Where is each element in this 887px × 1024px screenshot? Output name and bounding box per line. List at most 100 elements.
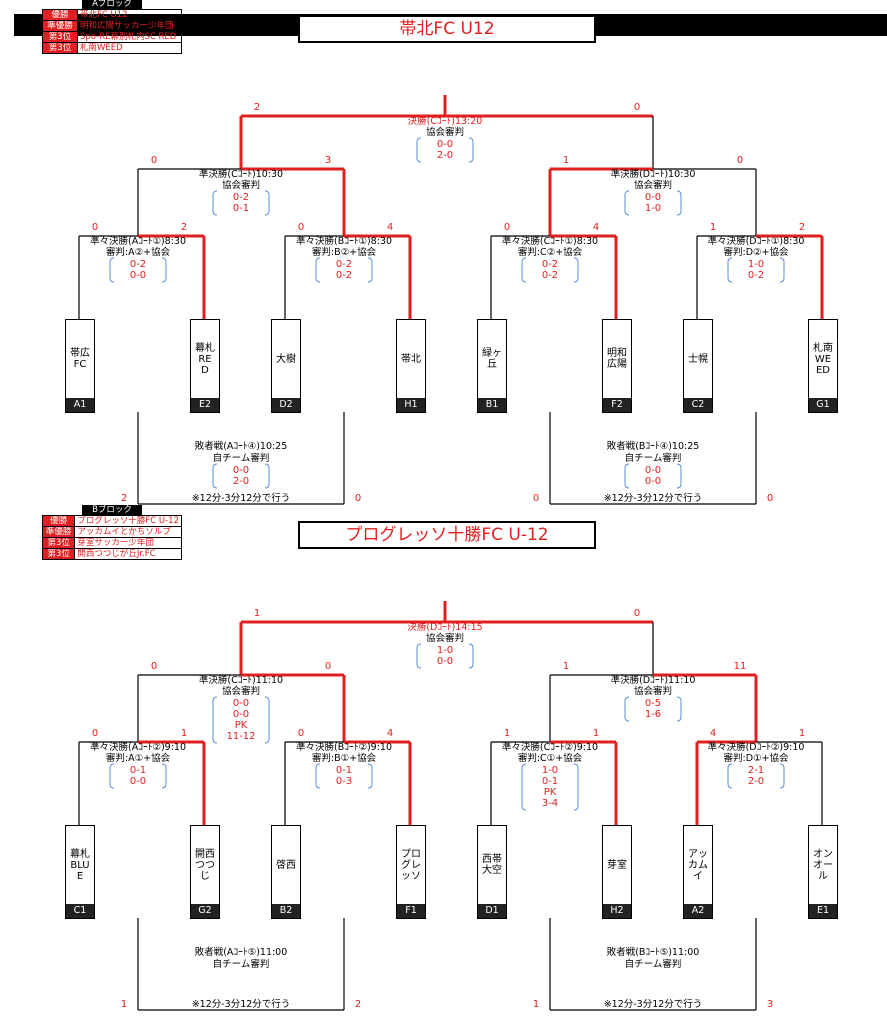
consolation-referee: 自チーム審判 bbox=[212, 453, 270, 464]
score-line: 0-2 bbox=[232, 192, 250, 203]
qf-right-score: 2 bbox=[798, 222, 806, 233]
semi-right-score: 3 bbox=[324, 155, 332, 166]
score-line: 0-0 bbox=[644, 465, 662, 476]
qf-referee: 審判:C②+協会 bbox=[517, 247, 583, 258]
consolation-title: 敗者戦(Bｺｰﾄ⑤)11:00 bbox=[606, 947, 700, 958]
consolation-referee: 自チーム審判 bbox=[212, 959, 270, 970]
legend-title: Bブロック bbox=[43, 505, 182, 516]
team-seed-code: A2 bbox=[684, 904, 712, 918]
score-line: 2-0 bbox=[232, 476, 250, 487]
score-line: 0-2 bbox=[129, 259, 147, 270]
team-name: 芽室 bbox=[607, 859, 627, 871]
qf-left-score: 0 bbox=[91, 728, 99, 739]
score-line: 0-1 bbox=[232, 203, 250, 214]
team-name: 帯広FC bbox=[70, 348, 90, 370]
qf-left-score: 0 bbox=[91, 222, 99, 233]
score-line: 0-3 bbox=[335, 776, 353, 787]
team-name: 士幌 bbox=[688, 353, 708, 365]
score-bracket bbox=[779, 257, 785, 283]
score-bracket bbox=[573, 257, 579, 283]
final-referee: 協会審判 bbox=[425, 127, 464, 138]
qf-title: 準々決勝(Bｺｰﾄ②)9:10 bbox=[295, 742, 393, 753]
qf-left-score: 0 bbox=[503, 222, 511, 233]
qf-right-score: 1 bbox=[798, 728, 806, 739]
score-line: 0-5 bbox=[644, 698, 662, 709]
qf-title: 準々決勝(Cｺｰﾄ②)9:10 bbox=[501, 742, 599, 753]
score-line: 1-0 bbox=[541, 765, 559, 776]
score-bracket bbox=[161, 763, 167, 789]
score-line: 0-1 bbox=[541, 776, 559, 787]
semi-right-score: 0 bbox=[324, 661, 332, 672]
team-seed-code: C1 bbox=[66, 904, 94, 918]
qf-referee: 審判:B②+協会 bbox=[311, 247, 377, 258]
semi-title: 準決勝(Dｺｰﾄ)11:10 bbox=[610, 675, 696, 686]
final-title: 決勝(Cｺｰﾄ)13:20 bbox=[407, 116, 483, 127]
qf-left-score: 1 bbox=[503, 728, 511, 739]
semi-left-score: 0 bbox=[150, 155, 158, 166]
team-name: 札南WEED bbox=[813, 342, 833, 376]
qf-left-score: 0 bbox=[297, 222, 305, 233]
qf-right-score: 2 bbox=[180, 222, 188, 233]
team-seed-code: G1 bbox=[809, 398, 837, 412]
score-bracket bbox=[624, 463, 630, 489]
score-bracket bbox=[676, 696, 682, 722]
score-bracket bbox=[212, 190, 218, 216]
score-bracket bbox=[676, 190, 682, 216]
team-seed-code: F2 bbox=[603, 398, 631, 412]
score-line: 0-0 bbox=[232, 465, 250, 476]
team-name: 幕札BLUE bbox=[70, 848, 90, 882]
score-bracket bbox=[315, 257, 321, 283]
semi-left-score: 1 bbox=[562, 661, 570, 672]
score-bracket bbox=[573, 763, 579, 811]
consolation-title: 敗者戦(Aｺｰﾄ④)10:25 bbox=[194, 441, 288, 452]
semi-referee: 協会審判 bbox=[633, 686, 672, 697]
team-seed-code: A1 bbox=[66, 398, 94, 412]
team-name: 大樹 bbox=[276, 353, 296, 365]
score-bracket bbox=[521, 763, 527, 811]
consolation-referee: 自チーム審判 bbox=[624, 959, 682, 970]
consolation-right-score: 2 bbox=[354, 999, 362, 1010]
score-line: 1-0 bbox=[747, 259, 765, 270]
score-line: 2-0 bbox=[436, 150, 454, 161]
score-bracket bbox=[624, 696, 630, 722]
legend-rank: 第3位 bbox=[41, 548, 76, 560]
team-box: 啓西 B2 bbox=[271, 825, 301, 919]
legend-row: 第3位開西つつじが丘Jr.FC bbox=[41, 548, 182, 560]
consolation-left-score: 1 bbox=[532, 999, 540, 1010]
score-line: 0-1 bbox=[335, 765, 353, 776]
qf-referee: 審判:B①+協会 bbox=[311, 753, 377, 764]
score-bracket bbox=[109, 763, 115, 789]
qf-left-score: 4 bbox=[709, 728, 717, 739]
score-bracket bbox=[264, 696, 270, 744]
qf-left-score: 1 bbox=[709, 222, 717, 233]
team-seed-code: B2 bbox=[272, 904, 300, 918]
score-line: 0-0 bbox=[129, 270, 147, 281]
score-line: 0-0 bbox=[129, 776, 147, 787]
semi-left-score: 0 bbox=[150, 661, 158, 672]
score-line: 1-0 bbox=[436, 645, 454, 656]
qf-referee: 審判:D①+協会 bbox=[723, 753, 789, 764]
score-bracket bbox=[676, 463, 682, 489]
final-left-score: 1 bbox=[253, 608, 261, 619]
score-bracket bbox=[212, 696, 218, 744]
qf-referee: 審判:C①+協会 bbox=[517, 753, 583, 764]
consolation-note: ※12分-3分12分で行う bbox=[603, 999, 703, 1010]
consolation-left-score: 2 bbox=[120, 493, 128, 504]
team-name: 啓西 bbox=[276, 859, 296, 871]
qf-right-score: 4 bbox=[386, 222, 394, 233]
consolation-referee: 自チーム審判 bbox=[624, 453, 682, 464]
